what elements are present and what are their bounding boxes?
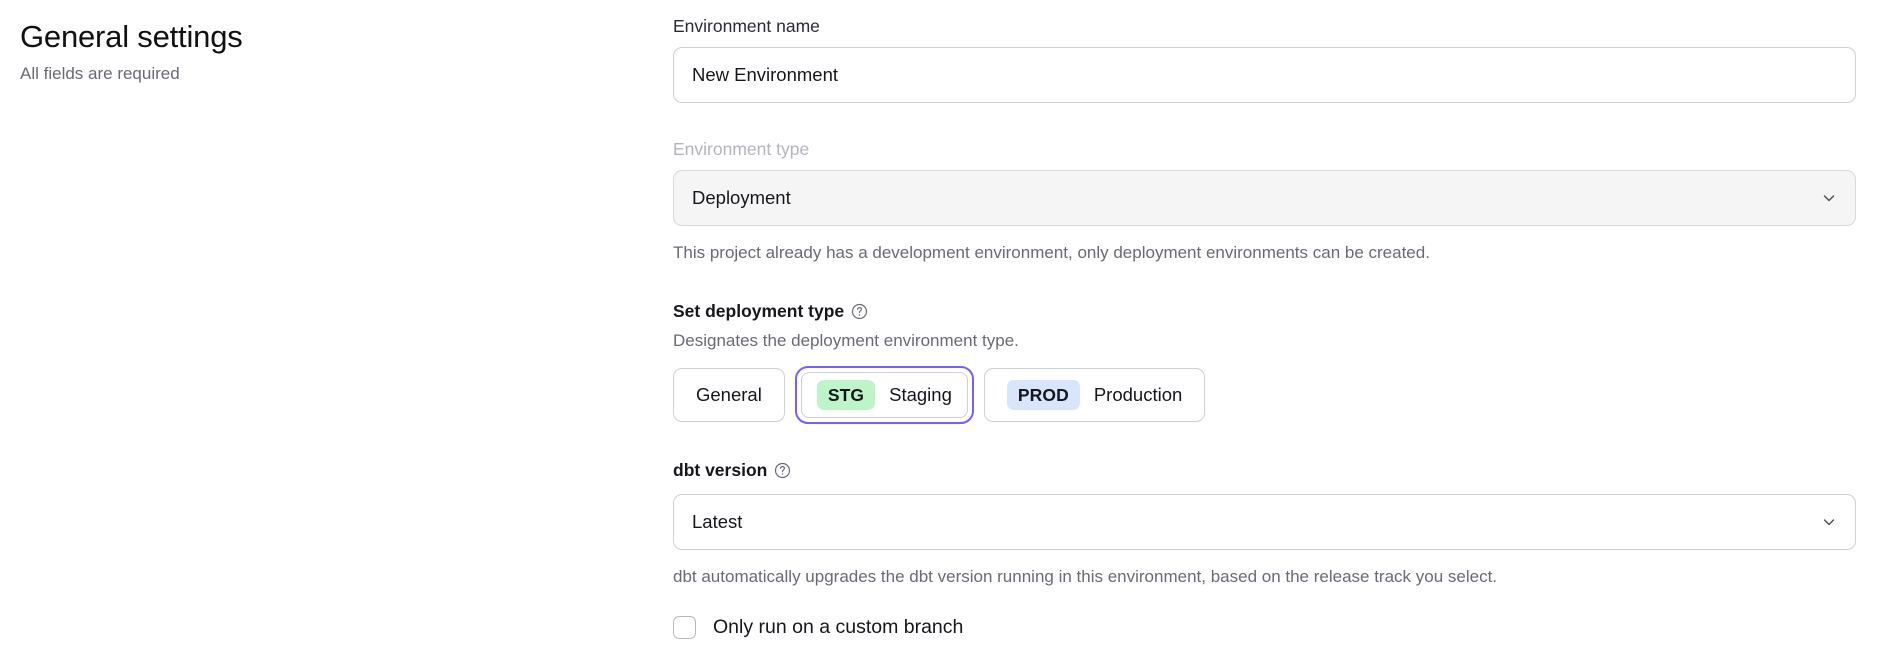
- deployment-type-option-general-wrap: General: [673, 368, 785, 422]
- custom-branch-label: Only run on a custom branch: [713, 616, 964, 638]
- dbt-version-select[interactable]: Latest: [673, 494, 1856, 550]
- deployment-type-label: Set deployment type: [673, 301, 845, 321]
- deployment-type-field: Set deployment type Designates the deplo…: [673, 299, 1856, 424]
- chevron-down-icon: [1821, 514, 1837, 530]
- page-title: General settings: [20, 19, 243, 54]
- dbt-version-help: dbt automatically upgrades the dbt versi…: [673, 567, 1498, 586]
- environment-name-input[interactable]: New Environment: [673, 47, 1856, 103]
- help-circle-icon[interactable]: [774, 462, 791, 479]
- deployment-type-option-production-wrap: PROD Production: [983, 368, 1206, 422]
- deployment-type-option-production[interactable]: PROD Production: [983, 368, 1206, 422]
- settings-form: Environment name New Environment Environ…: [673, 14, 1856, 639]
- dbt-version-label-row: dbt version: [673, 458, 1856, 482]
- chevron-down-icon: [1821, 190, 1837, 206]
- environment-name-field: Environment name New Environment: [673, 14, 1856, 103]
- environment-name-value: New Environment: [692, 64, 839, 85]
- deployment-type-help: Designates the deployment environment ty…: [673, 331, 1019, 350]
- environment-type-select[interactable]: Deployment: [673, 170, 1856, 226]
- page-subtitle: All fields are required: [20, 64, 180, 83]
- environment-type-field: Environment type Deployment This project…: [673, 137, 1856, 265]
- deployment-type-option-staging[interactable]: STG Staging: [800, 372, 968, 418]
- deployment-type-option-staging-label: Staging: [889, 384, 952, 405]
- dbt-version-field: dbt version Latest dbt automatica: [673, 458, 1856, 589]
- staging-badge: STG: [816, 380, 876, 410]
- settings-header: General settings All fields are required: [20, 18, 640, 85]
- environment-type-label: Environment type: [673, 139, 810, 159]
- dbt-version-value: Latest: [692, 511, 743, 532]
- custom-branch-checkbox[interactable]: [673, 615, 696, 639]
- production-badge: PROD: [1006, 380, 1080, 410]
- deployment-type-options: General STG Staging PROD Production: [673, 366, 1856, 424]
- dbt-version-label: dbt version: [673, 460, 768, 480]
- deployment-type-option-production-label: Production: [1093, 384, 1183, 405]
- custom-branch-row[interactable]: Only run on a custom branch: [673, 615, 1856, 639]
- deployment-type-option-general-label: General: [696, 384, 762, 405]
- deployment-type-label-row: Set deployment type: [673, 299, 1856, 323]
- environment-type-value: Deployment: [692, 187, 791, 208]
- deployment-type-option-general[interactable]: General: [673, 368, 785, 422]
- deployment-type-option-staging-wrap: STG Staging: [794, 366, 974, 424]
- environment-type-help: This project already has a development e…: [673, 243, 1430, 262]
- environment-name-label: Environment name: [673, 16, 820, 36]
- help-circle-icon[interactable]: [851, 303, 868, 320]
